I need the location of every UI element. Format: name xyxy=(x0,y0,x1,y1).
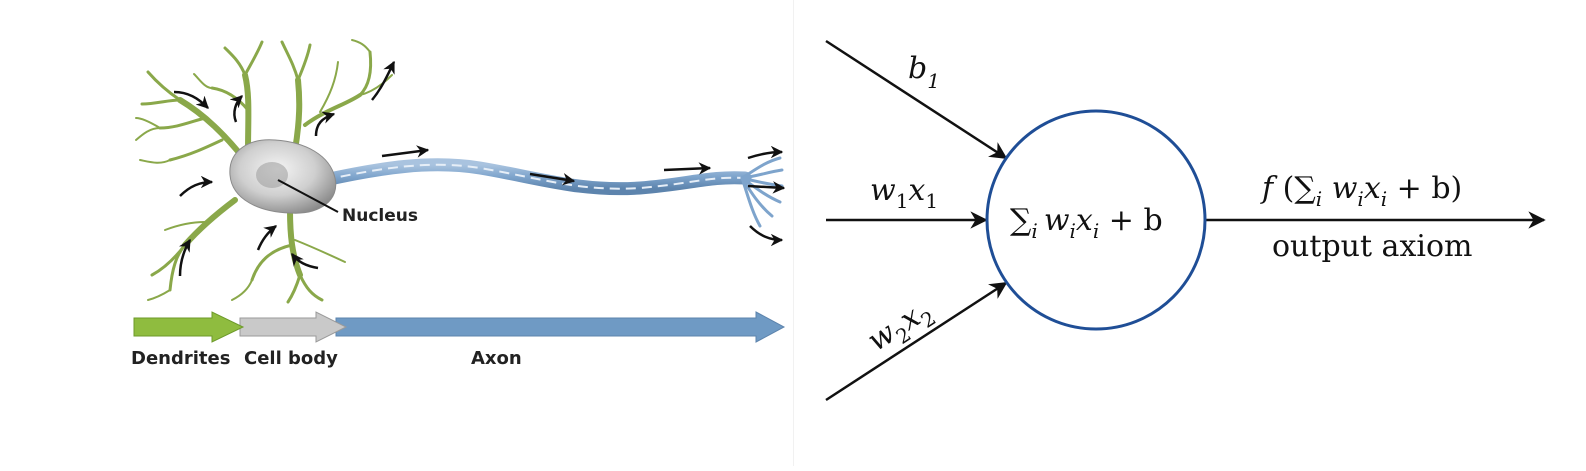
signal-arrow-icon xyxy=(178,238,192,277)
bias-label: b1 xyxy=(908,51,940,93)
dendrites-label: Dendrites xyxy=(131,348,230,369)
output-formula: f (∑i wixi + b) xyxy=(1260,171,1462,211)
neuron-illustration: Nucleus xyxy=(131,39,786,369)
bias-input-arrow xyxy=(825,39,1008,160)
dendrites-region-arrow xyxy=(133,311,245,343)
nucleus-shape xyxy=(256,162,288,188)
signal-arrow-icon xyxy=(173,90,209,109)
input-2-arrow xyxy=(825,281,1008,402)
signal-arrow-icon xyxy=(371,60,396,101)
signal-arrow-icon xyxy=(747,145,784,160)
signal-arrow-icon xyxy=(663,162,712,175)
nucleus-leader-line xyxy=(277,179,339,213)
signal-arrow-icon xyxy=(179,175,214,197)
nucleus-label: Nucleus xyxy=(342,206,418,226)
neuron-node xyxy=(985,109,1207,331)
signal-arrow-icon xyxy=(314,111,336,137)
axon-region-arrow xyxy=(335,311,786,343)
signal-arrow-icon xyxy=(256,225,277,251)
cell-body-label: Cell body xyxy=(244,348,338,369)
signal-arrows xyxy=(173,60,786,277)
axon-label: Axon xyxy=(471,348,522,369)
signal-arrow-icon xyxy=(747,181,786,194)
signal-arrow-icon xyxy=(291,253,319,270)
signal-arrow-icon xyxy=(381,145,430,158)
signal-arrow-icon xyxy=(529,172,576,186)
signal-arrow-icon xyxy=(749,225,784,247)
input-1-label: w1x1 xyxy=(870,173,938,213)
cell-body-region-arrow xyxy=(239,311,348,343)
region-arrows xyxy=(133,311,786,343)
signal-arrow-icon xyxy=(229,95,243,123)
output-label: output axiom xyxy=(1272,229,1472,264)
panel-divider xyxy=(793,0,794,466)
